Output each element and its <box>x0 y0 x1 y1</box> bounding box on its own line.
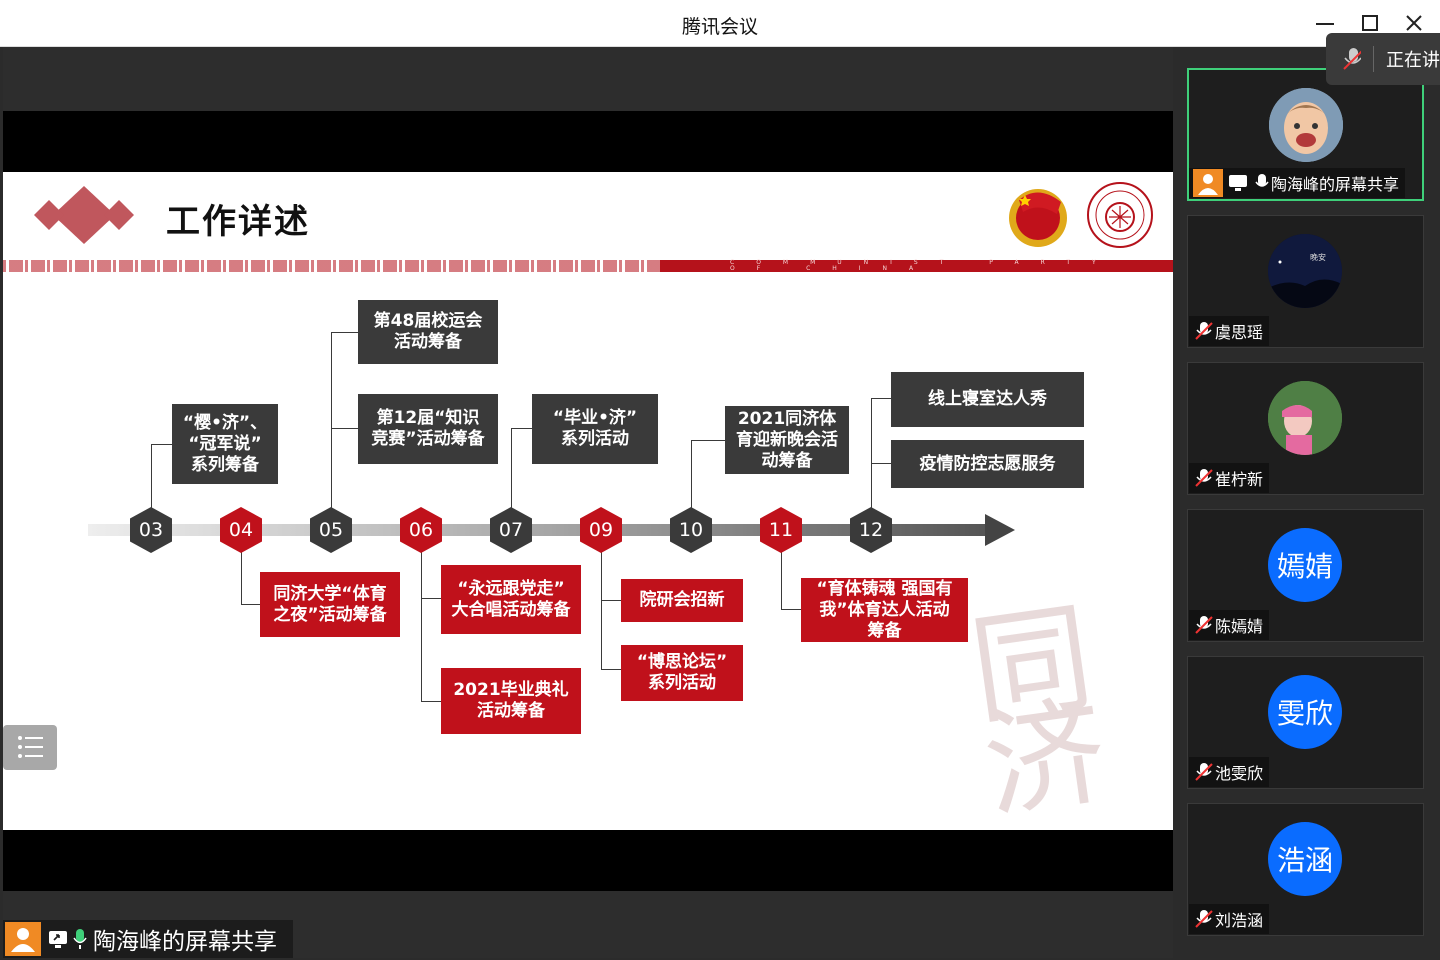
participant-nameplate: 陈嫣婧 <box>1189 610 1270 640</box>
presentation-slide: 工作详述 COMMUNIST PARTY OF CHINA 同济 <box>3 172 1173 830</box>
connector-10 <box>691 440 725 510</box>
slide-title: 工作详述 <box>166 202 310 242</box>
microphone-on-icon <box>1255 174 1269 187</box>
title-bar: 腾讯会议 <box>0 0 1440 47</box>
window-title: 腾讯会议 <box>681 16 758 38</box>
girl-photo-icon <box>1268 381 1342 455</box>
connector-11 <box>781 552 801 610</box>
participant-nameplate: 崔柠新 <box>1189 463 1270 493</box>
screen-share-label: 陶海峰的屏幕共享 <box>3 920 293 958</box>
red-band: COMMUNIST PARTY OF CHINA <box>660 260 1173 272</box>
diamond-logo-icon <box>34 186 134 244</box>
watermark-calligraphy: 同济 <box>962 588 1115 830</box>
list-icon <box>18 736 43 758</box>
participant-tile-5[interactable]: 雯欣 池雯欣 <box>1187 656 1424 789</box>
slide-menu-button[interactable] <box>3 725 57 770</box>
microphone-muted-icon <box>1195 616 1213 634</box>
event-box-09-a: 院研会招新 <box>621 579 743 622</box>
participant-avatar-photo: 晚安 <box>1268 234 1342 308</box>
month-hex-03: 03 <box>130 507 172 553</box>
event-box-04: 同济大学“体育 之夜”活动筹备 <box>260 572 400 637</box>
event-box-12-a: 线上寝室达人秀 <box>891 372 1084 427</box>
month-hex-10: 10 <box>670 507 712 553</box>
participant-tile-1[interactable]: 陶海峰的屏幕共享 <box>1187 68 1424 201</box>
svg-text:晚安: 晚安 <box>1310 252 1326 262</box>
connector-06 <box>421 552 441 702</box>
night-sky-photo-icon: 晚安 <box>1268 234 1342 308</box>
event-box-05-top: 第48届校运会 活动筹备 <box>358 300 498 364</box>
month-hex-05: 05 <box>310 507 352 553</box>
letterbox-bottom <box>3 830 1173 891</box>
participant-avatar-text: 浩涵 <box>1268 822 1342 896</box>
letterbox-top <box>3 111 1173 172</box>
speaking-indicator-popup[interactable]: 正在讲 <box>1326 33 1440 85</box>
participant-nameplate: 陶海峰的屏幕共享 <box>1189 168 1406 198</box>
event-box-05-mid: 第12届“知识 竞赛”活动筹备 <box>358 394 498 464</box>
connector-05-mid <box>331 428 359 429</box>
speaking-text: 正在讲 <box>1386 50 1440 71</box>
month-hex-07: 07 <box>490 507 532 553</box>
participant-name: 崔柠新 <box>1215 470 1264 489</box>
event-box-06-b: 2021毕业典礼 活动筹备 <box>441 668 581 734</box>
event-box-10: 2021同济体 育迎新晚会活 动筹备 <box>725 406 849 474</box>
decorative-pattern-band <box>3 260 660 272</box>
connector-07 <box>511 428 533 510</box>
microphone-muted-icon <box>1195 322 1213 340</box>
connector-12 <box>871 398 891 510</box>
participant-avatar-photo <box>1268 381 1342 455</box>
month-hex-06: 06 <box>400 507 442 553</box>
share-label-text: 陶海峰的屏幕共享 <box>93 929 277 955</box>
screen-share-icon <box>49 931 67 948</box>
month-hex-09: 09 <box>580 507 622 553</box>
month-hex-11: 11 <box>760 507 802 553</box>
participant-nameplate: 刘浩涵 <box>1189 904 1270 934</box>
participant-name: 池雯欣 <box>1215 764 1264 783</box>
participant-name: 陶海峰的屏幕共享 <box>1271 175 1400 194</box>
microphone-muted-icon <box>1195 910 1213 928</box>
popup-divider <box>1373 46 1374 72</box>
close-icon[interactable] <box>1399 8 1429 38</box>
participant-name: 刘浩涵 <box>1215 911 1264 930</box>
event-box-11: “育体铸魂 强国有 我”体育达人活动 筹备 <box>801 578 968 642</box>
connector-05 <box>331 332 359 510</box>
participant-tile-4[interactable]: 嫣婧 陈嫣婧 <box>1187 509 1424 642</box>
tongji-university-seal-icon <box>1087 182 1153 248</box>
connector-12-mid <box>871 463 891 464</box>
participant-name: 虞思瑶 <box>1215 323 1264 342</box>
microphone-muted-icon <box>1195 469 1213 487</box>
event-box-07: “毕业•济” 系列活动 <box>532 394 658 464</box>
month-hex-04: 04 <box>220 507 262 553</box>
youth-league-emblem-icon <box>1009 189 1067 247</box>
connector-09 <box>601 552 621 670</box>
participant-tile-3[interactable]: 崔柠新 <box>1187 362 1424 495</box>
event-box-09-b: “博思论坛” 系列活动 <box>621 645 743 701</box>
user-icon <box>5 922 41 956</box>
maximize-icon[interactable] <box>1355 8 1385 38</box>
microphone-muted-icon <box>1343 48 1362 70</box>
event-box-06-a: “永远跟党走” 大合唱活动筹备 <box>441 565 581 634</box>
participant-name: 陈嫣婧 <box>1215 617 1264 636</box>
connector-09-mid <box>601 600 621 601</box>
event-box-03: “樱•济”、 “冠军说” 系列筹备 <box>172 404 278 484</box>
participant-tile-2[interactable]: 晚安 虞思瑶 <box>1187 215 1424 348</box>
microphone-muted-icon <box>1195 763 1213 781</box>
participant-nameplate: 池雯欣 <box>1189 757 1270 787</box>
connector-06-mid <box>421 598 441 599</box>
connector-04 <box>241 552 261 605</box>
participant-nameplate: 虞思瑶 <box>1189 316 1270 346</box>
child-photo-icon <box>1269 88 1343 162</box>
participant-avatar-text: 雯欣 <box>1268 675 1342 749</box>
user-icon <box>1193 169 1223 197</box>
microphone-on-icon <box>73 929 87 949</box>
connector-03 <box>151 444 173 510</box>
participant-tile-6[interactable]: 浩涵 刘浩涵 <box>1187 803 1424 936</box>
event-box-12-b: 疫情防控志愿服务 <box>891 440 1084 488</box>
shared-screen-area[interactable]: 工作详述 COMMUNIST PARTY OF CHINA 同济 <box>3 47 1173 958</box>
screen-share-icon <box>1229 175 1247 191</box>
minimize-icon[interactable] <box>1310 8 1340 38</box>
timeline-arrow-icon <box>985 514 1015 546</box>
month-hex-12: 12 <box>850 507 892 553</box>
participant-avatar-photo <box>1269 88 1343 162</box>
participant-avatar-text: 嫣婧 <box>1268 528 1342 602</box>
